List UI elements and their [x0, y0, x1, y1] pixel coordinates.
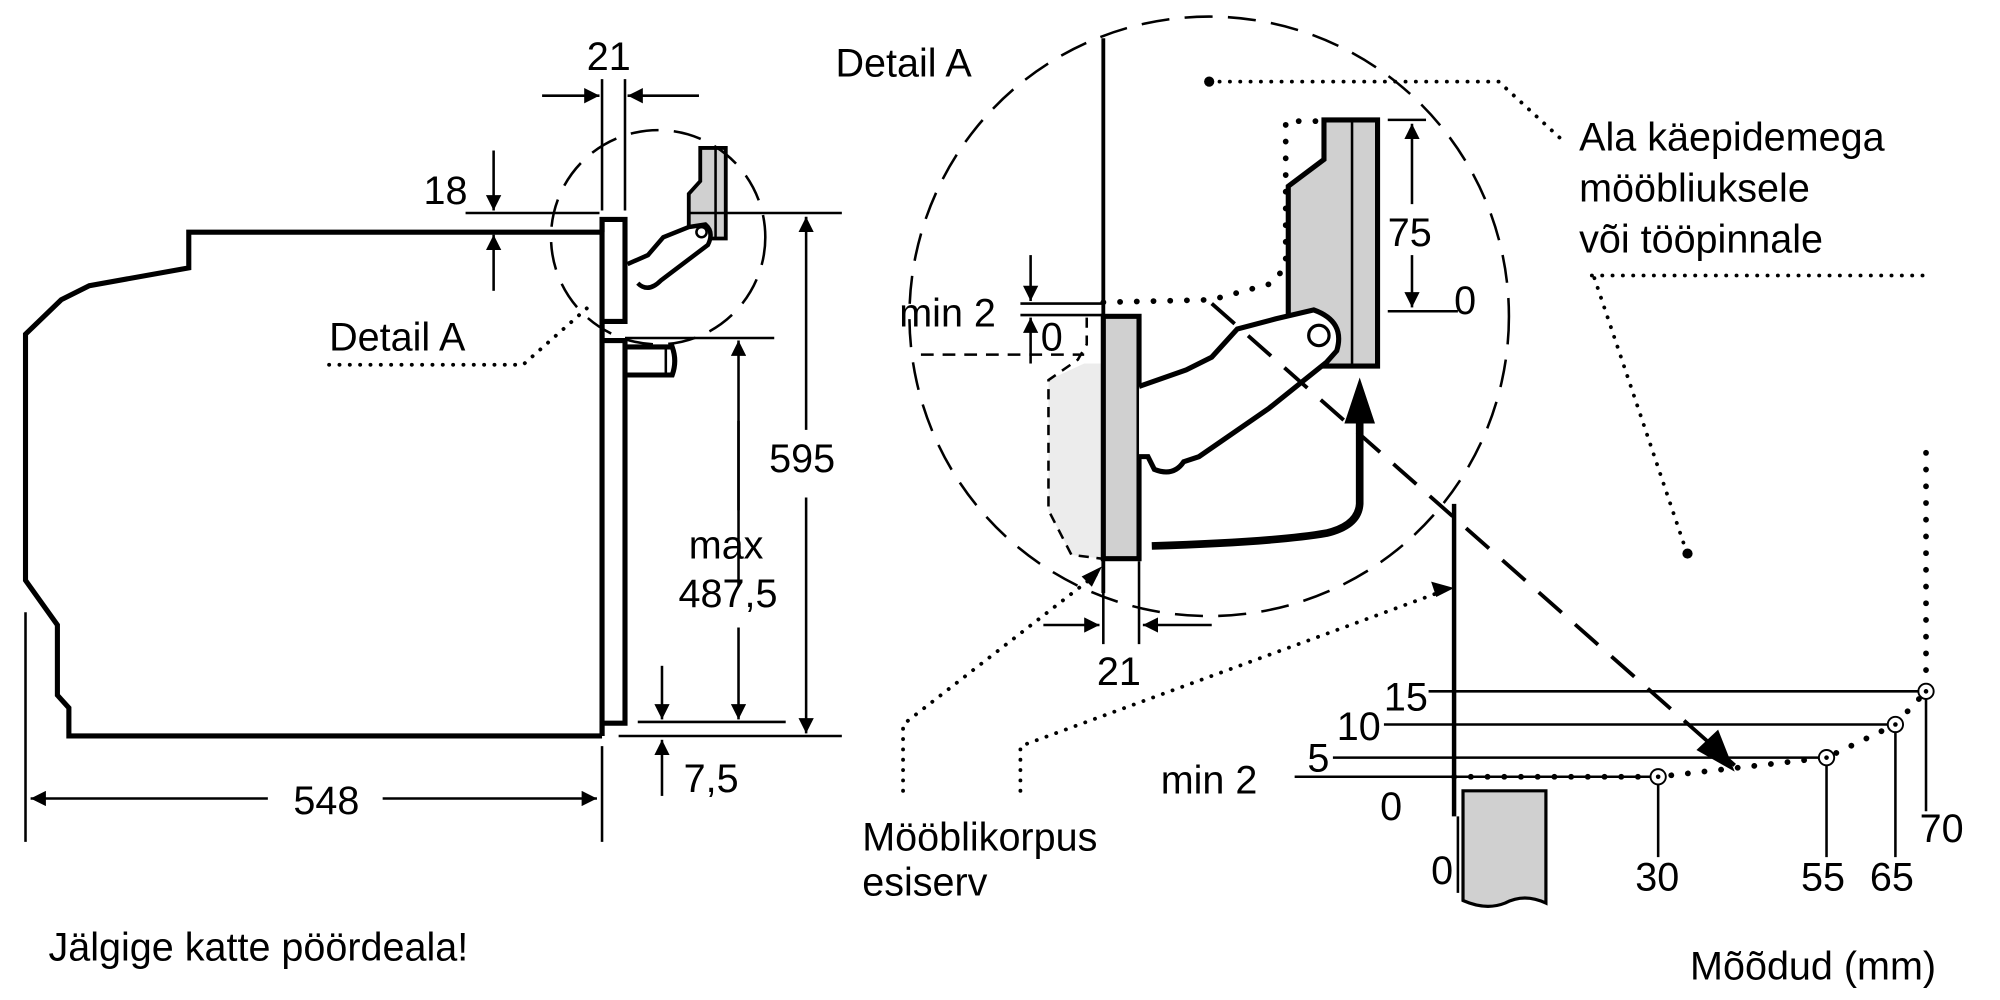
small-hinge-arm	[626, 222, 713, 290]
swing-path-dashed	[1210, 302, 1736, 767]
door-swing-shadow	[1048, 363, 1103, 559]
y-label-10: 10	[1337, 705, 1381, 749]
clearance-envelope	[1451, 688, 1929, 780]
dim-zero-left: 0	[1041, 316, 1063, 360]
dim-door-width-21: 21	[587, 35, 631, 79]
x-label-65: 65	[1870, 855, 1914, 899]
handle-area-line-1: Ala käepidemega	[1579, 116, 1884, 160]
warning-text: Jälgige katte pöördeala!	[48, 925, 468, 969]
handle-area-callout: Ala käepidemega mööbliuksele või tööpinn…	[1579, 116, 1931, 559]
chart-data-point-center	[1923, 689, 1929, 694]
y-label-0: 0	[1380, 785, 1402, 829]
detail-a-title: Detail A	[835, 42, 972, 86]
chart-cabinet-block	[1461, 789, 1548, 908]
oven-door-panel	[1100, 313, 1142, 562]
handle-area-outline	[1100, 118, 1325, 306]
detail-a-marker-circle	[549, 128, 767, 346]
dim-door-width-21-detail: 21	[1097, 650, 1141, 694]
cabinet-edge-callout: Mööblikorpus esiserv	[862, 816, 1097, 905]
detail-a-view: Detail A min 2 0	[835, 15, 1736, 793]
dim-max-label: max	[689, 524, 764, 568]
hinge-arm	[1138, 307, 1342, 475]
hinge-pin	[1307, 323, 1331, 348]
y-label-5: 5	[1307, 737, 1329, 781]
cabinet-edge-leader-1	[901, 572, 1099, 793]
dim-height-595: 595	[769, 437, 835, 481]
dim-top-offset-18: 18	[423, 169, 467, 213]
handle-area-line-2: mööbliuksele	[1579, 167, 1810, 211]
dim-handle-height-75: 75	[1388, 211, 1432, 255]
swing-arrow	[1151, 420, 1364, 550]
chart-data-point-center	[1824, 755, 1829, 760]
chart-data-point-center	[1893, 722, 1898, 727]
x-label-0: 0	[1431, 849, 1453, 893]
units-text: Mõõdud (mm)	[1690, 945, 1936, 989]
clearance-chart: 15 10 5 min 2 0 0 30 55 65 70	[1161, 449, 1964, 908]
oven-door	[599, 216, 628, 736]
detail-a-circle	[908, 15, 1511, 618]
dim-depth-548: 548	[293, 779, 359, 823]
cabinet-edge-line-2: esiserv	[862, 860, 987, 904]
dim-min-2-label: min 2	[899, 292, 996, 336]
dim-max-value: 487,5	[679, 572, 778, 616]
dim-bottom-offset: 7,5	[684, 757, 739, 801]
x-label-70: 70	[1920, 807, 1964, 851]
y-label-min-2: min 2	[1161, 758, 1258, 802]
detail-a-label-main: Detail A	[329, 316, 466, 360]
oven-body-outline	[22, 229, 603, 739]
cabinet-edge-line-1: Mööblikorpus	[862, 816, 1097, 860]
chart-data-point-center	[1655, 774, 1661, 780]
x-label-30: 30	[1635, 855, 1679, 899]
oven-side-view: 21 18 Detail A 595 max 487,5 7,5 548	[22, 35, 842, 842]
y-label-15: 15	[1384, 675, 1428, 719]
handle-area-line-3: või tööpinnale	[1579, 218, 1823, 262]
handle-area-leader	[1207, 79, 1565, 143]
x-label-55: 55	[1801, 855, 1845, 899]
control-knob	[625, 344, 678, 378]
dim-zero-right: 0	[1454, 279, 1476, 323]
